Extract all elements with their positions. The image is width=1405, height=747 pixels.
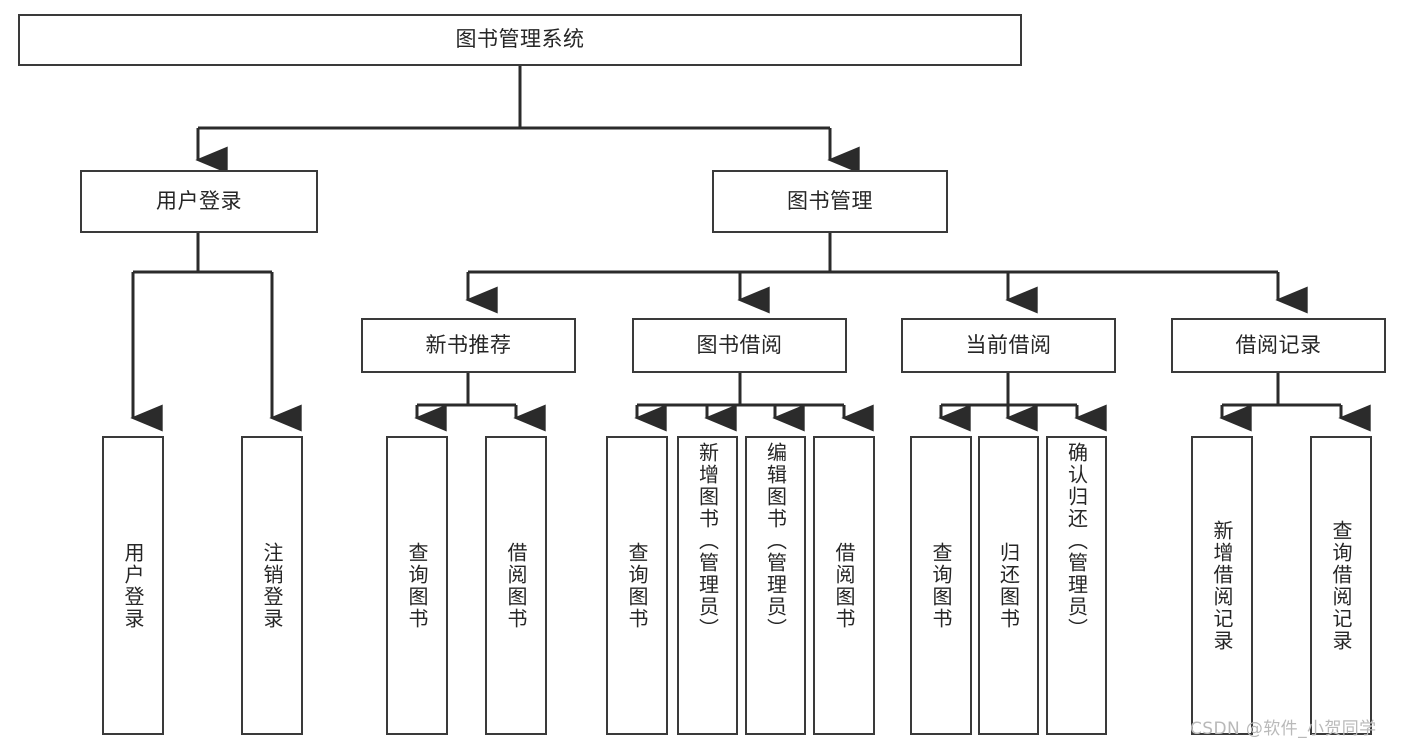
leaf-add-book[interactable]: 新增图书（管理员） [677, 436, 738, 735]
leaf-query-record-label: 查询借阅记录 [1329, 519, 1353, 652]
node-new-book-recommend-label: 新书推荐 [425, 332, 512, 357]
leaf-user-logout-label: 注销登录 [260, 541, 284, 630]
leaf-edit-book[interactable]: 编辑图书（管理员） [745, 436, 806, 735]
leaf-borrow-book-1-label: 借阅图书 [504, 541, 528, 630]
node-root[interactable]: 图书管理系统 [18, 14, 1022, 66]
csdn-watermark: CSDN @软件_小贺同学 [1190, 719, 1377, 739]
leaf-query-book-2[interactable]: 查询图书 [606, 436, 668, 735]
leaf-query-book-2-label: 查询图书 [625, 541, 649, 630]
leaf-query-book-1-label: 查询图书 [405, 541, 429, 630]
node-borrow-record[interactable]: 借阅记录 [1171, 318, 1386, 373]
node-book-borrow-label: 图书借阅 [696, 332, 783, 357]
leaf-borrow-book-2-label: 借阅图书 [832, 541, 856, 630]
node-borrow-record-label: 借阅记录 [1235, 332, 1322, 357]
leaf-add-book-label: 新增图书（管理员） [695, 442, 720, 640]
node-book-manage[interactable]: 图书管理 [712, 170, 948, 233]
leaf-add-record-label: 新增借阅记录 [1210, 519, 1234, 652]
node-current-borrow[interactable]: 当前借阅 [901, 318, 1116, 373]
leaf-query-book-3[interactable]: 查询图书 [910, 436, 972, 735]
leaf-user-logout[interactable]: 注销登录 [241, 436, 303, 735]
leaf-query-book-3-label: 查询图书 [929, 541, 953, 630]
node-book-borrow[interactable]: 图书借阅 [632, 318, 847, 373]
leaf-borrow-book-1[interactable]: 借阅图书 [485, 436, 547, 735]
leaf-user-login-label: 用户登录 [121, 541, 145, 630]
leaf-return-book[interactable]: 归还图书 [978, 436, 1039, 735]
leaf-borrow-book-2[interactable]: 借阅图书 [813, 436, 875, 735]
node-root-label: 图书管理系统 [455, 27, 585, 52]
leaf-query-book-1[interactable]: 查询图书 [386, 436, 448, 735]
leaf-query-record[interactable]: 查询借阅记录 [1310, 436, 1372, 735]
node-new-book-recommend[interactable]: 新书推荐 [361, 318, 576, 373]
leaf-confirm-return[interactable]: 确认归还（管理员） [1046, 436, 1107, 735]
node-current-borrow-label: 当前借阅 [965, 332, 1052, 357]
leaf-confirm-return-label: 确认归还（管理员） [1064, 442, 1089, 640]
node-user-login[interactable]: 用户登录 [80, 170, 318, 233]
leaf-return-book-label: 归还图书 [996, 541, 1021, 630]
node-user-login-label: 用户登录 [156, 188, 242, 213]
node-book-manage-label: 图书管理 [787, 188, 873, 213]
leaf-edit-book-label: 编辑图书（管理员） [763, 442, 788, 640]
leaf-add-record[interactable]: 新增借阅记录 [1191, 436, 1253, 735]
leaf-user-login[interactable]: 用户登录 [102, 436, 164, 735]
